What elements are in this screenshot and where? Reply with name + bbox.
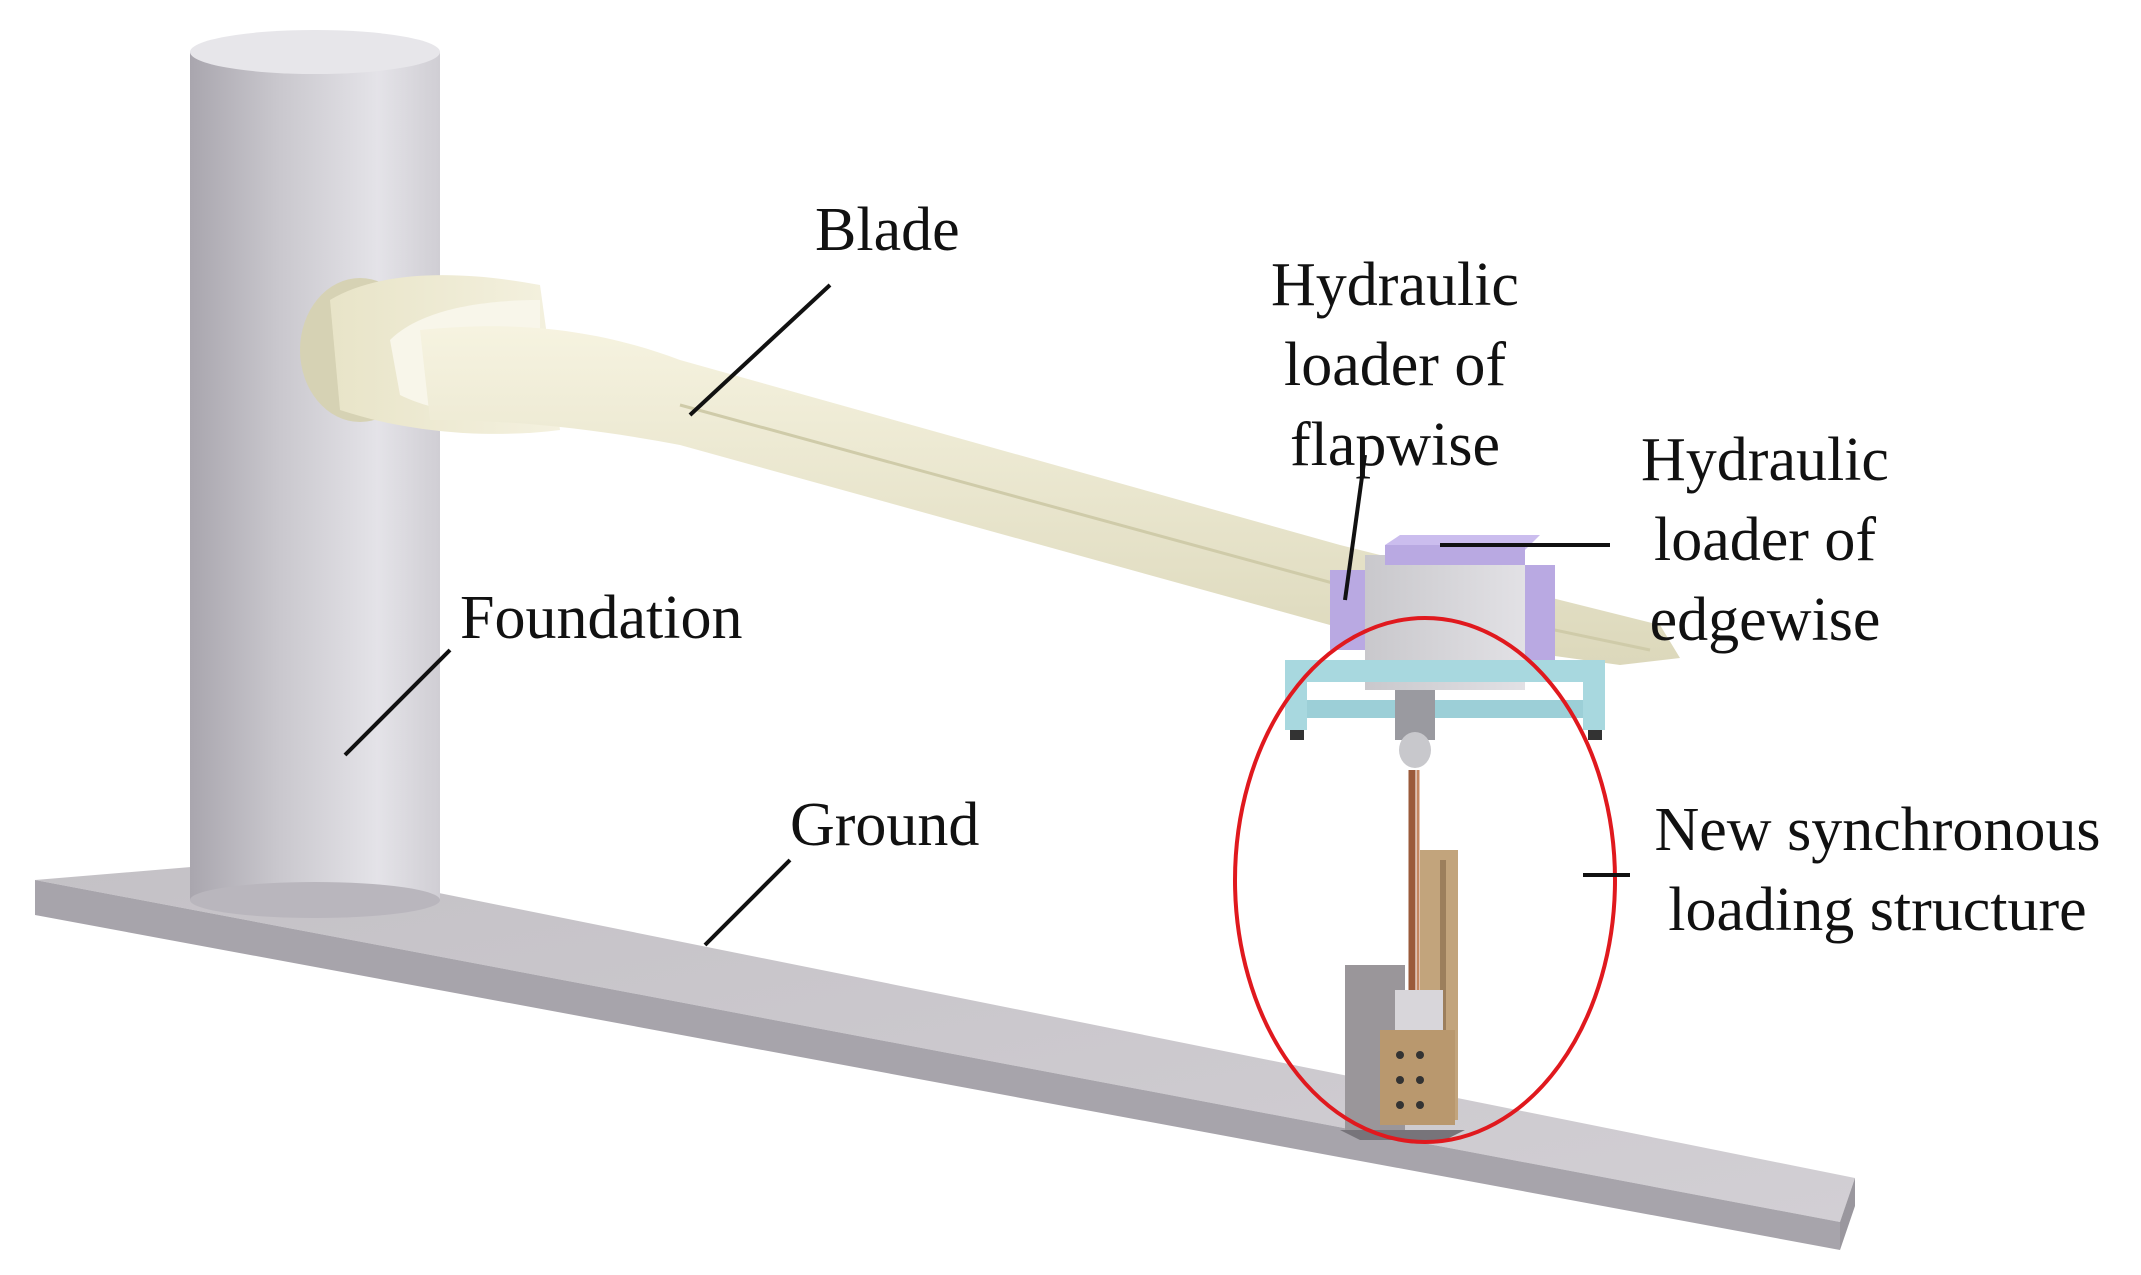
foundation-label: Foundation	[460, 584, 743, 652]
edgewise-line-2: loader of	[1653, 506, 1877, 574]
edgewise-line-1: Hydraulic	[1641, 426, 1889, 494]
blade-label: Blade	[815, 196, 960, 264]
foundation-leader-line	[343, 648, 452, 757]
synchronous-line-2: loading structure	[1668, 876, 2087, 944]
edgewise-loader-label: Hydraulic loader of edgewise	[1615, 420, 1915, 660]
foundation-tower	[190, 30, 440, 918]
ground-leader-line	[703, 858, 792, 947]
flapwise-leader-line	[1343, 454, 1367, 601]
synchronous-loading-structure	[1340, 690, 1465, 1140]
edgewise-line-3: edgewise	[1649, 586, 1881, 654]
ground-label: Ground	[790, 791, 980, 859]
clamp-frame	[1285, 660, 1605, 740]
synchronous-line-1: New synchronous	[1654, 796, 2101, 864]
highlight-ellipse	[1233, 616, 1617, 1144]
ground-slab	[35, 860, 1855, 1250]
blade-leader-line	[688, 283, 832, 417]
edgewise-loader	[1385, 535, 1540, 565]
flapwise-line-3: flapwise	[1289, 411, 1501, 479]
synchronous-structure-label: New synchronous loading structure	[1625, 790, 2130, 950]
flapwise-loader-label: Hydraulic loader of flapwise	[1250, 245, 1540, 485]
flapwise-line-2: loader of	[1283, 331, 1507, 399]
flapwise-line-1: Hydraulic	[1271, 251, 1519, 319]
